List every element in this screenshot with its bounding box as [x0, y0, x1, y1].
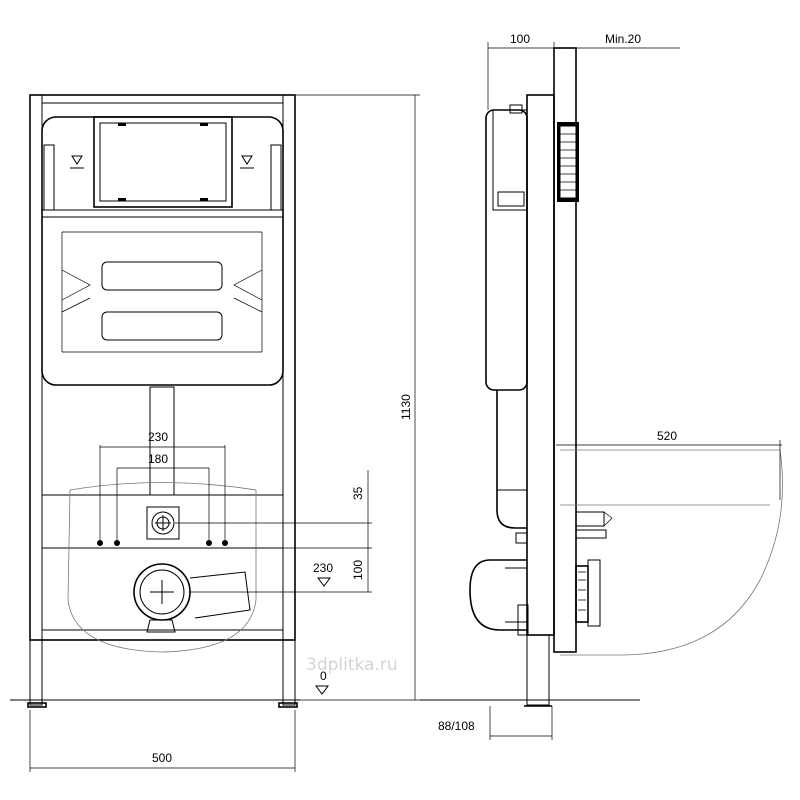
- front-spacing-guides: [99, 445, 226, 540]
- front-right-foot: [278, 702, 298, 708]
- front-right-bracket: [270, 144, 282, 211]
- front-frame-outer: [29, 94, 296, 641]
- side-drain-clamp: [517, 604, 529, 636]
- dim-230-drain: 230: [313, 561, 333, 575]
- dim-35: 35: [351, 486, 365, 500]
- side-foot: [526, 634, 550, 706]
- watermark: 3dplitka.ru: [306, 655, 398, 675]
- front-flush-opening: [99, 122, 227, 202]
- side-flush-pipe: [496, 390, 527, 529]
- front-level-mark: [241, 155, 253, 165]
- dim-100: 100: [351, 560, 365, 580]
- dim-180: 180: [148, 452, 168, 466]
- side-frame-post: [526, 94, 555, 636]
- front-left-foot: [27, 702, 47, 708]
- side-flush-connector: [575, 511, 605, 527]
- side-flush-tip: [603, 511, 613, 527]
- front-flush-clip: [200, 198, 208, 201]
- side-drain-grip: [578, 571, 586, 611]
- side-flush-plate-inner: [559, 125, 577, 199]
- side-cistern-outlet: [497, 191, 525, 207]
- front-left-post: [29, 94, 43, 706]
- dim-floor-level: 0: [320, 669, 327, 683]
- front-right-post: [282, 94, 296, 706]
- front-drain-center-mark: [150, 580, 174, 604]
- side-bowl-ghost: [560, 449, 783, 656]
- side-drain-flange: [575, 565, 589, 623]
- dim-1130: 1130: [399, 394, 413, 420]
- front-view: 230 180 35 100 230 0 1130 500: [10, 94, 420, 772]
- front-flush-clip: [118, 198, 126, 201]
- side-drain-flange-2: [587, 559, 601, 627]
- front-anchor-bolts: [97, 540, 228, 546]
- front-bowl-ghost: [67, 482, 257, 653]
- front-level-mark: [71, 155, 83, 165]
- side-bracket: [515, 532, 528, 544]
- side-cistern: [485, 109, 528, 391]
- front-flush-clip: [200, 123, 208, 126]
- side-cistern-valve: [509, 104, 523, 114]
- front-drain-adapter: [189, 571, 251, 619]
- side-drain-inner: [505, 567, 527, 623]
- side-flush-plate-lines: [560, 133, 576, 191]
- level-marker: [315, 685, 329, 695]
- dim-500: 500: [152, 751, 172, 765]
- front-panel-slot: [101, 261, 223, 291]
- front-cistern: [41, 116, 284, 386]
- front-flush-clip: [118, 123, 126, 126]
- dim-520: 520: [657, 429, 677, 443]
- front-cistern-panel: [61, 231, 263, 353]
- front-flush-center-mark: [155, 515, 171, 531]
- dim-100-top: 100: [510, 32, 530, 46]
- front-flush-elbow-ring: [151, 511, 175, 535]
- side-view: 520 100 Min.20 88/108: [420, 32, 783, 740]
- front-panel-slot: [101, 311, 223, 341]
- front-drain-support: [146, 619, 176, 633]
- dim-min20: Min.20: [605, 32, 641, 46]
- side-flush-connector-2: [575, 529, 607, 539]
- dim-88-108: 88/108: [438, 719, 475, 733]
- front-panel-ribs: [61, 269, 263, 313]
- front-left-bracket: [43, 144, 55, 211]
- front-flush-plate: [93, 116, 233, 208]
- front-drain-inner: [139, 569, 185, 615]
- dim-230-top: 230: [148, 430, 168, 444]
- level-marker: [317, 577, 331, 587]
- side-drain-bend: [469, 559, 527, 631]
